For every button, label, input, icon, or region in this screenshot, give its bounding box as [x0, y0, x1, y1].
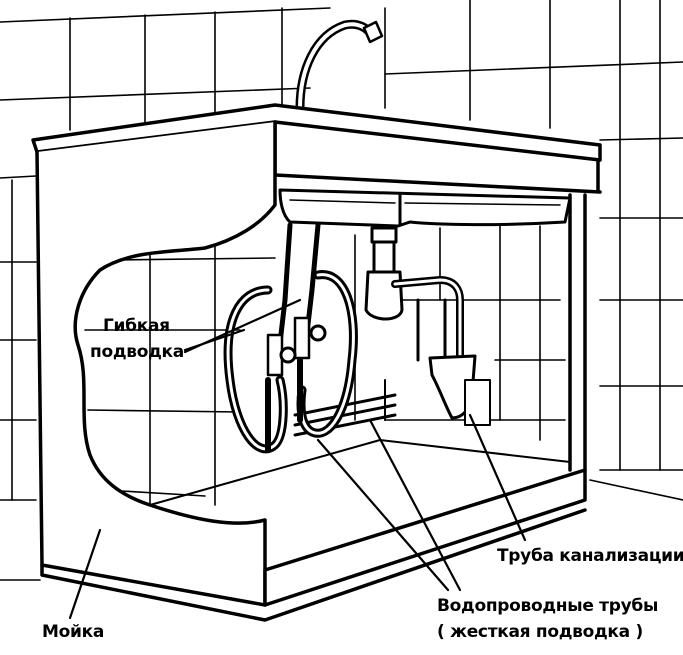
leader-lines [68, 298, 527, 620]
label-flexible-hose-line1: Гибкая [103, 316, 170, 336]
flexible-hoses [223, 222, 358, 454]
faucet [295, 19, 384, 113]
label-flexible-hose-line2: подводка [90, 342, 184, 362]
cabinet [31, 103, 602, 622]
label-sewer-pipe: Труба канализации [497, 546, 683, 566]
wall-tiles [0, 0, 683, 581]
label-water-pipes-line1: Водопроводные трубы [437, 596, 659, 616]
sink-basin [278, 188, 572, 228]
label-sink: Мойка [42, 622, 105, 642]
drain-siphon [364, 226, 491, 426]
label-water-pipes-line2: ( жесткая подводка ) [437, 622, 643, 642]
